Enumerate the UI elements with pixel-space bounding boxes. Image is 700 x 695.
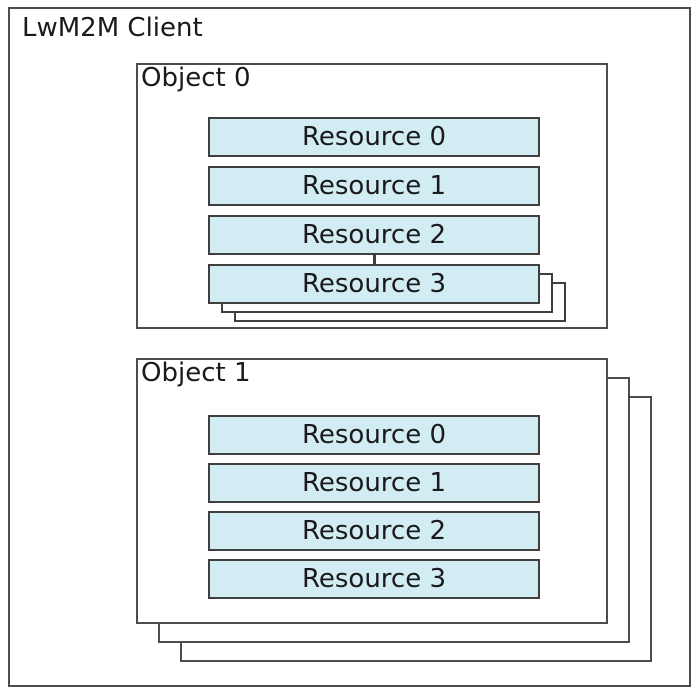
client-title-label: LwM2M Client: [22, 13, 203, 43]
object-0-label: Object 0: [141, 63, 251, 93]
object0-resource-3-box: Resource 3: [208, 264, 540, 304]
object0-resource-2-box: Resource 2: [208, 215, 540, 255]
object-1-label: Object 1: [141, 358, 251, 388]
resource-2-3-connector-line: [373, 252, 376, 266]
object0-resource-1-box: Resource 1: [208, 166, 540, 206]
object1-resource-2-box: Resource 2: [208, 511, 540, 551]
object0-resource-0-box: Resource 0: [208, 117, 540, 157]
object1-resource-0-box: Resource 0: [208, 415, 540, 455]
object1-resource-1-box: Resource 1: [208, 463, 540, 503]
object1-resource-3-box: Resource 3: [208, 559, 540, 599]
